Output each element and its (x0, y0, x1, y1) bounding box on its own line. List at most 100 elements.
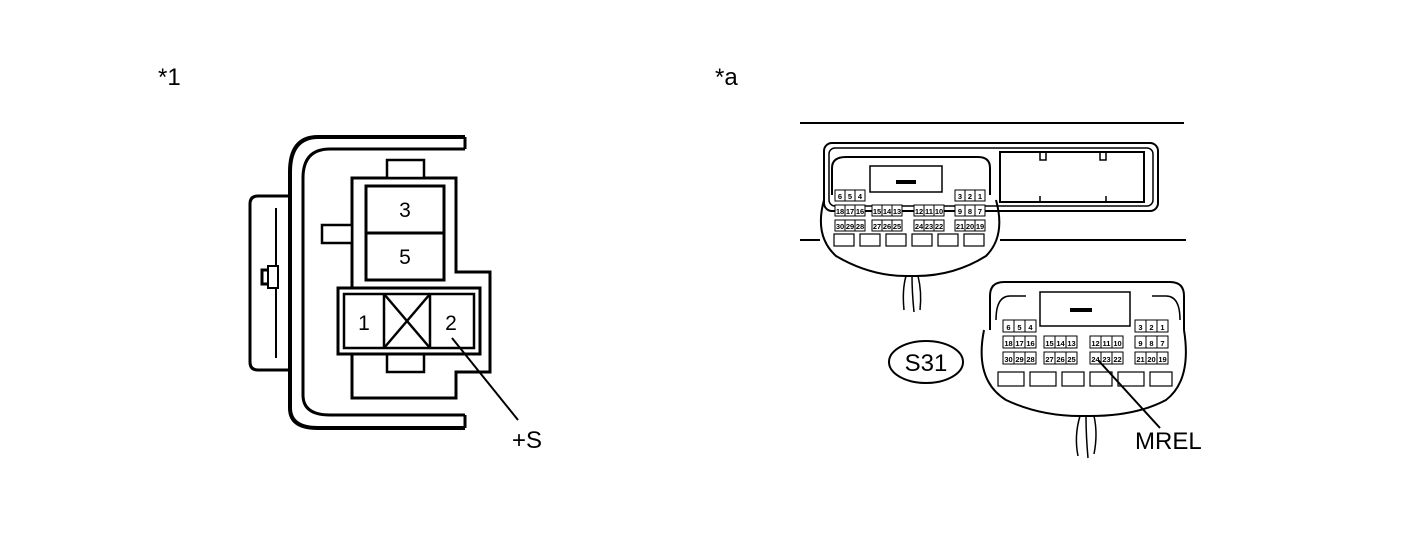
left-view-marker: *1 (158, 64, 181, 91)
socket-notches (1039, 152, 1107, 202)
ecu-connector-bottom (980, 281, 1187, 459)
pin-number-label: 10 (935, 207, 943, 216)
right-callout-label: MREL (1135, 428, 1202, 455)
pin-number-label: 27 (873, 222, 881, 231)
pin-3-label: 3 (399, 199, 411, 222)
pin-number-label: 30 (1004, 355, 1012, 364)
pin-cell (854, 219, 866, 232)
pin-number-label: 20 (966, 222, 974, 231)
pin-number-label: 16 (1026, 339, 1034, 348)
pin-number-label: 3 (958, 192, 962, 201)
pin-number-label: 28 (1026, 355, 1034, 364)
pin-number-label: 5 (1017, 323, 1021, 332)
pin-number-label: 7 (978, 207, 982, 216)
left-callout-label: +S (512, 427, 542, 454)
ecu-connector-top (820, 156, 1001, 313)
pin-cell (933, 204, 945, 217)
pin-cell (1065, 351, 1078, 365)
pin-number-label: 23 (925, 222, 933, 231)
pin-number-label: 29 (846, 222, 854, 231)
pin-number-label: 2 (968, 192, 972, 201)
pin-cell (974, 204, 986, 217)
pin-cell (1111, 335, 1124, 349)
pin-number-label: 1 (1160, 323, 1164, 332)
top-tab (385, 158, 426, 180)
pin-cell (854, 189, 866, 202)
pin-number-label: 24 (1091, 355, 1100, 364)
pin-number-label: 13 (893, 207, 901, 216)
pin-cell (933, 219, 945, 232)
pin-cell (854, 204, 866, 217)
connector-housing-outer (288, 135, 465, 430)
pin-number-label: 14 (883, 207, 892, 216)
pin-number-label: 3 (1138, 323, 1142, 332)
right-view-marker: *a (715, 64, 738, 91)
pin-number-label: 6 (1006, 323, 1010, 332)
pin-number-label: 17 (1015, 339, 1023, 348)
pin-number-label: 2 (1149, 323, 1153, 332)
pin-number-label: 21 (1136, 355, 1144, 364)
pin-number-label: 11 (925, 207, 933, 216)
pin-number-label: 9 (958, 207, 962, 216)
pin-1-label: 1 (358, 312, 370, 335)
pin-cell (891, 219, 903, 232)
pin-cell (974, 219, 986, 232)
pin-cell (1065, 335, 1078, 349)
pin-number-label: 26 (883, 222, 891, 231)
pin-number-label: 8 (968, 207, 972, 216)
callout-leader (451, 337, 519, 421)
connector-code-label: S31 (905, 350, 948, 377)
ecu-body (823, 142, 1159, 212)
callout-leader (1097, 359, 1161, 429)
pin-number-label: 19 (1158, 355, 1166, 364)
connector-housing-inner (301, 147, 465, 417)
pin-5-label: 5 (399, 246, 411, 269)
left-connector-view: *1 3 5 1 2 (158, 64, 542, 454)
pin-number-label: 21 (956, 222, 964, 231)
pin-number-label: 18 (836, 207, 844, 216)
pin-number-label: 1 (978, 192, 982, 201)
pin-cell (1111, 351, 1124, 365)
pin-number-label: 4 (1028, 323, 1033, 332)
pin-number-label: 6 (838, 192, 842, 201)
pin-cell (1024, 319, 1037, 333)
pin-number-label: 11 (1103, 339, 1111, 348)
pin-number-label: 19 (976, 222, 984, 231)
pin-number-label: 20 (1147, 355, 1155, 364)
pin-number-label: 23 (1102, 355, 1110, 364)
pin-number-label: 27 (1045, 355, 1053, 364)
pin-number-label: 28 (856, 222, 864, 231)
unused-cavity-cross (383, 293, 431, 349)
pin-number-label: 14 (1056, 339, 1065, 348)
pin-number-label: 15 (1045, 339, 1053, 348)
pin-number-label: 8 (1149, 339, 1153, 348)
pin-number-label: 4 (858, 192, 863, 201)
pin-number-label: 5 (848, 192, 852, 201)
pin-cell (974, 189, 986, 202)
connector-latch (248, 194, 290, 372)
pin-cell (891, 204, 903, 217)
pin-cell (1156, 319, 1169, 333)
pin-number-label: 22 (1113, 355, 1121, 364)
pin-number-label: 13 (1067, 339, 1075, 348)
pin-number-label: 10 (1113, 339, 1121, 348)
pin-number-label: 7 (1160, 339, 1164, 348)
pin-number-label: 29 (1015, 355, 1023, 364)
ecu-body-inner (828, 147, 1154, 207)
pin-cell (1024, 335, 1037, 349)
pin-number-label: 16 (856, 207, 864, 216)
pin-cell (1156, 335, 1169, 349)
guide-key (320, 223, 354, 245)
pin-number-label: 12 (1091, 339, 1099, 348)
pin-number-label: 18 (1004, 339, 1012, 348)
pin-number-label: 25 (893, 222, 901, 231)
pin-number-label: 30 (836, 222, 844, 231)
pin-number-label: 15 (873, 207, 881, 216)
pin-cell (1024, 351, 1037, 365)
pin-2-label: 2 (445, 312, 457, 335)
pin-number-label: 22 (935, 222, 943, 231)
